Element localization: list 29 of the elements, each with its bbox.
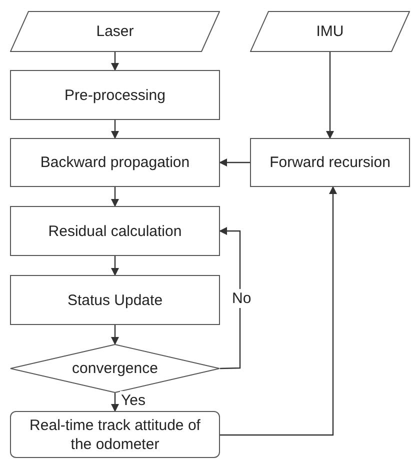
- edge-label: No: [231, 289, 252, 308]
- node-label: Pre-processing: [64, 86, 166, 104]
- arrow: [111, 187, 119, 207]
- process-box: [10, 275, 220, 325]
- node-label: IMU: [315, 22, 345, 41]
- input-parallelogram: [10, 11, 220, 52]
- terminal-box: [10, 411, 220, 458]
- arrow: [111, 325, 119, 345]
- arrow: [326, 52, 334, 139]
- node-label: Backward propagation: [39, 153, 191, 172]
- arrow: [219, 158, 250, 166]
- arrow: [219, 227, 241, 370]
- arrow: [220, 186, 337, 436]
- node-label: Real-time track attitude of the odometer: [28, 416, 202, 454]
- process-box: [250, 138, 410, 187]
- node-label: convergence: [71, 359, 159, 378]
- node-label: Laser: [95, 22, 135, 41]
- process-box: [10, 206, 220, 256]
- node-label: Forward recursion: [268, 153, 392, 172]
- arrow: [111, 393, 119, 412]
- arrow: [111, 120, 119, 139]
- process-box: [10, 138, 220, 187]
- arrow: [111, 256, 119, 276]
- process-box: [10, 70, 220, 120]
- arrow: [111, 52, 119, 71]
- decision-diamond: [10, 344, 220, 393]
- node-label: Status Update: [66, 290, 164, 310]
- node-label: Residual calculation: [47, 222, 183, 240]
- input-parallelogram: [250, 11, 410, 52]
